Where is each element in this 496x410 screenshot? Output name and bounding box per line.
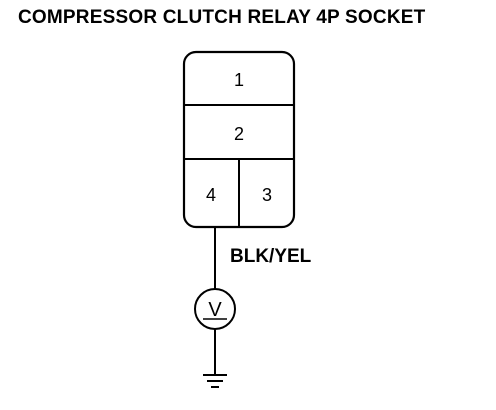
ground-icon bbox=[203, 374, 227, 388]
pin-3-label: 3 bbox=[262, 185, 272, 205]
pin-2-label: 2 bbox=[234, 124, 244, 144]
diagram-title: COMPRESSOR CLUTCH RELAY 4P SOCKET bbox=[18, 7, 426, 28]
wire-color-label: BLK/YEL bbox=[230, 246, 312, 267]
relay-socket-connector: 1 2 4 3 bbox=[182, 50, 296, 229]
meter-symbol: V bbox=[208, 299, 222, 321]
voltmeter-icon: V bbox=[194, 288, 236, 330]
pin-1-label: 1 bbox=[234, 70, 244, 90]
pin-4-label: 4 bbox=[206, 185, 216, 205]
